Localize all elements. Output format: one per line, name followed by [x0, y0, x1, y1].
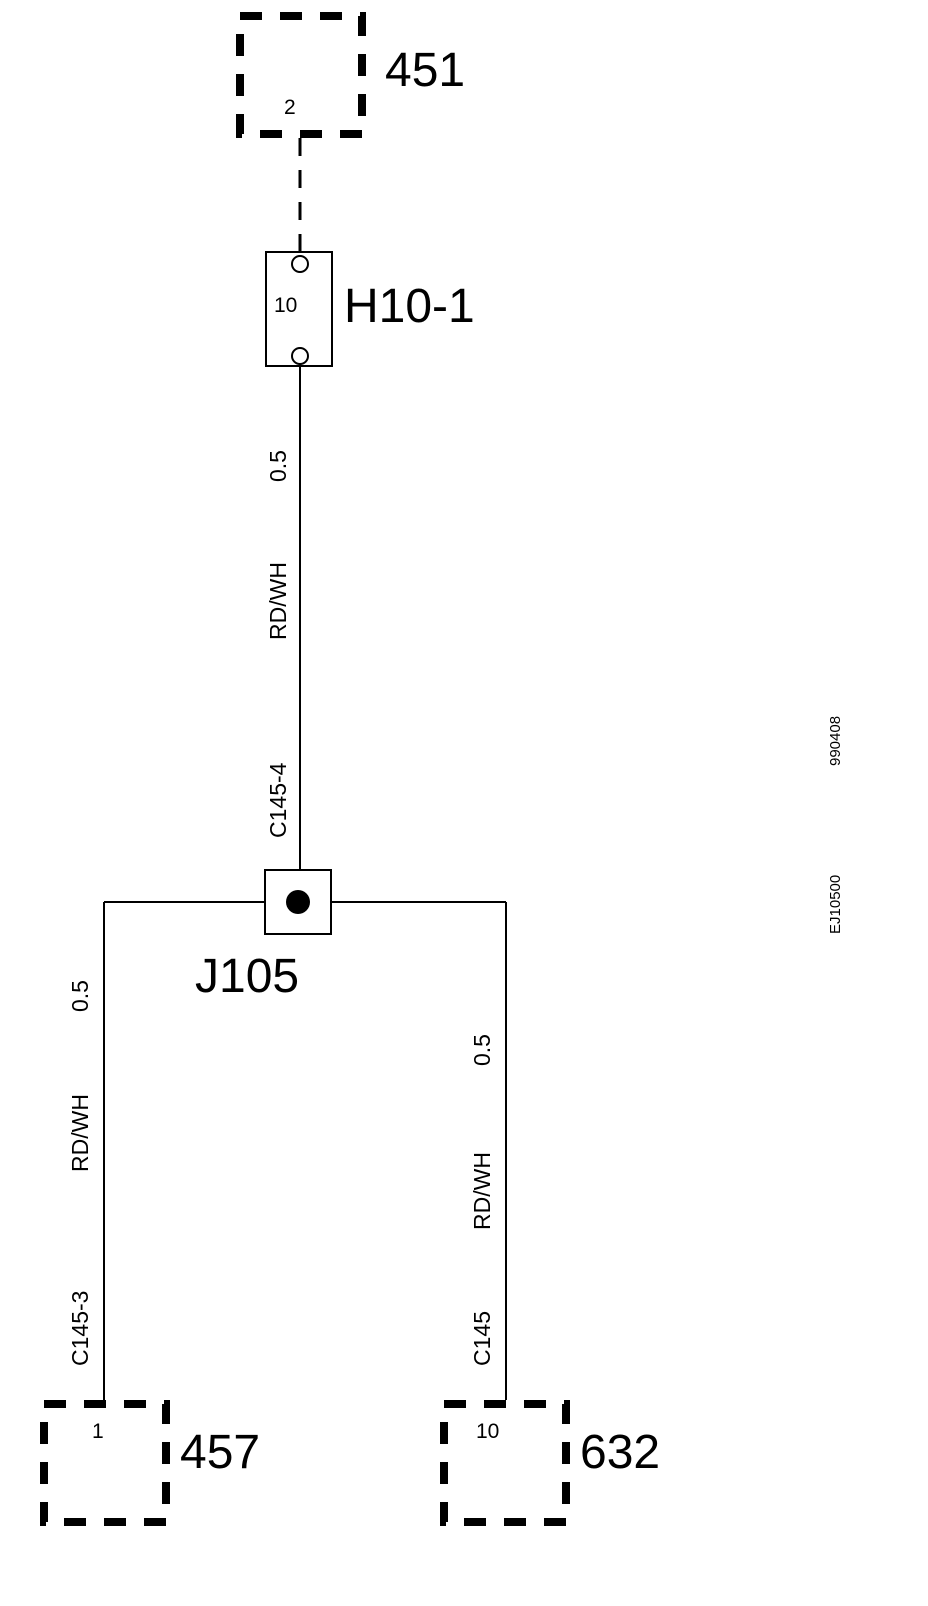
fuse-label: H10-1: [344, 280, 475, 333]
wire-center-size: 0.5: [265, 450, 291, 482]
wire-left-connector: C145-3: [67, 1291, 93, 1366]
fuse-terminal-top: [291, 255, 309, 273]
component-457-label: 457: [180, 1426, 260, 1479]
fuse-terminal-bottom: [291, 347, 309, 365]
component-457-box: [40, 1400, 170, 1526]
component-451-label: 451: [385, 44, 465, 97]
junction-dot: [286, 890, 310, 914]
fuse-rating: 10: [274, 294, 297, 317]
wire-center-color: RD/WH: [265, 562, 291, 640]
component-632-label: 632: [580, 1426, 660, 1479]
side-code-drawing: EJ10500: [827, 875, 844, 934]
component-632[interactable]: 10 632: [440, 1400, 660, 1526]
wire-right-size: 0.5: [469, 1034, 495, 1066]
component-632-box: [440, 1400, 570, 1526]
side-code-date: 990408: [827, 716, 844, 766]
component-451[interactable]: 2 451: [236, 12, 465, 138]
fuse-h10-1[interactable]: 10 H10-1: [265, 251, 475, 367]
wire-left-size: 0.5: [67, 980, 93, 1012]
junction-label: J105: [195, 950, 299, 1003]
wire-center-connector: C145-4: [265, 762, 291, 838]
wire-right-connector: C145: [469, 1311, 495, 1366]
component-451-pin: 2: [284, 96, 296, 119]
component-457-pin: 1: [92, 1420, 104, 1443]
wire-right-color: RD/WH: [469, 1152, 495, 1230]
component-457[interactable]: 1 457: [40, 1400, 260, 1526]
wire-left-color: RD/WH: [67, 1094, 93, 1172]
junction-j105[interactable]: J105: [195, 869, 332, 1003]
component-451-box: [236, 12, 366, 138]
component-632-pin: 10: [476, 1420, 499, 1443]
